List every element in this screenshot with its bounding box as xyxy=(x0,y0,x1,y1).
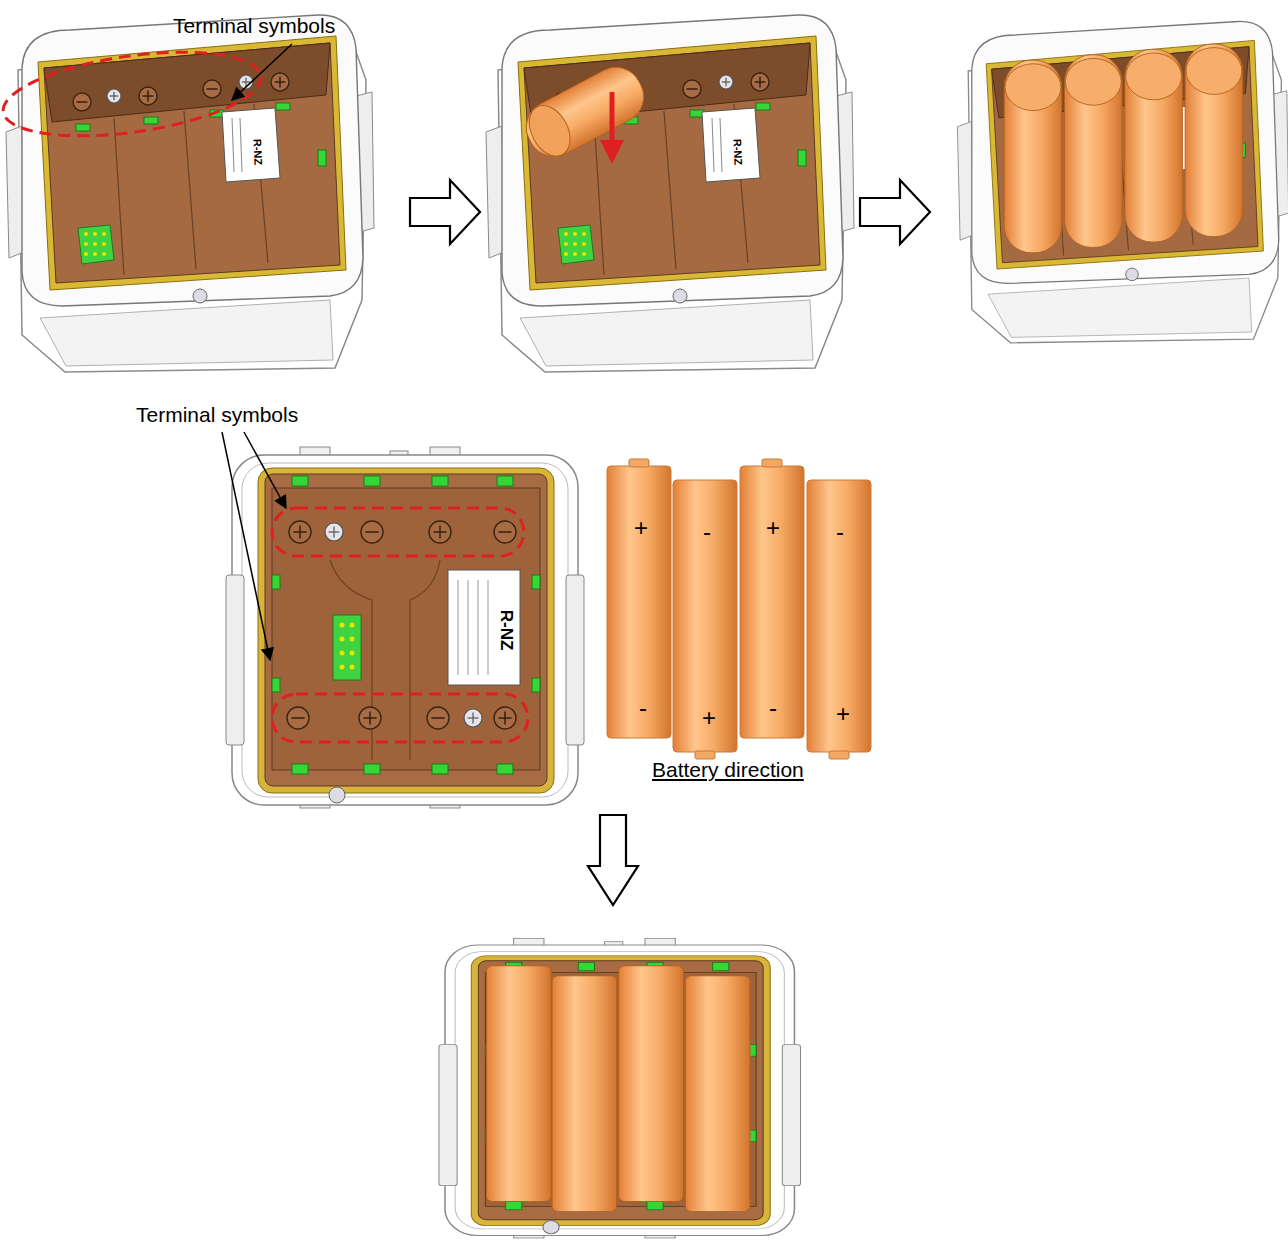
terminal-symbol xyxy=(751,73,769,91)
device-top-view xyxy=(226,447,584,808)
polarity-sign: + xyxy=(766,515,780,541)
terminal-highlight xyxy=(272,694,528,742)
polarity-sign: + xyxy=(702,705,716,731)
screw xyxy=(107,89,121,103)
screw xyxy=(719,75,733,89)
insert-arrow-head xyxy=(600,140,624,164)
terminal-symbol xyxy=(139,87,157,105)
sticker-text: R-NZ xyxy=(497,610,516,651)
step-arrow xyxy=(860,180,930,244)
terminal-symbol xyxy=(427,707,449,729)
battery xyxy=(807,480,871,759)
polarity-sign: - xyxy=(639,695,647,721)
step-arrow xyxy=(410,180,480,244)
callout-label: Terminal symbols xyxy=(136,403,298,426)
leader-line xyxy=(222,432,270,660)
terminal-symbol xyxy=(361,521,383,543)
device-perspective xyxy=(6,15,374,372)
terminal-highlight xyxy=(272,508,524,556)
insert-arrow xyxy=(610,92,615,142)
battery xyxy=(607,459,671,738)
leader-line xyxy=(244,432,286,508)
polarity-sign: + xyxy=(836,701,850,727)
terminal-symbol xyxy=(429,521,451,543)
sticker-text: R-NZ xyxy=(731,139,744,166)
terminal-symbol xyxy=(359,707,381,729)
terminal-symbol xyxy=(289,521,311,543)
leader-line xyxy=(232,44,292,100)
callout-label: Terminal symbols xyxy=(173,14,335,37)
polarity-sign: - xyxy=(769,695,777,721)
battery-set xyxy=(1004,44,1242,253)
device-top-view xyxy=(439,938,801,1238)
device-perspective xyxy=(957,21,1288,342)
terminal-symbol xyxy=(203,80,221,98)
caption-label: Battery direction xyxy=(652,758,804,781)
sticker-text: R-NZ xyxy=(251,139,264,166)
terminal-symbol xyxy=(494,707,516,729)
terminal-symbol xyxy=(287,707,309,729)
battery xyxy=(740,459,804,738)
polarity-sign: + xyxy=(634,515,648,541)
terminal-symbol xyxy=(271,73,289,91)
terminal-symbol xyxy=(73,93,91,111)
terminal-symbol xyxy=(494,521,516,543)
polarity-sign: - xyxy=(836,519,844,545)
step-arrow xyxy=(588,815,638,905)
battery xyxy=(673,480,737,759)
device-perspective xyxy=(486,15,854,372)
terminal-highlight xyxy=(0,38,266,149)
screw xyxy=(325,523,343,541)
polarity-sign: - xyxy=(703,519,711,545)
battery xyxy=(517,58,653,166)
screw xyxy=(464,709,482,727)
terminal-symbol xyxy=(683,80,701,98)
